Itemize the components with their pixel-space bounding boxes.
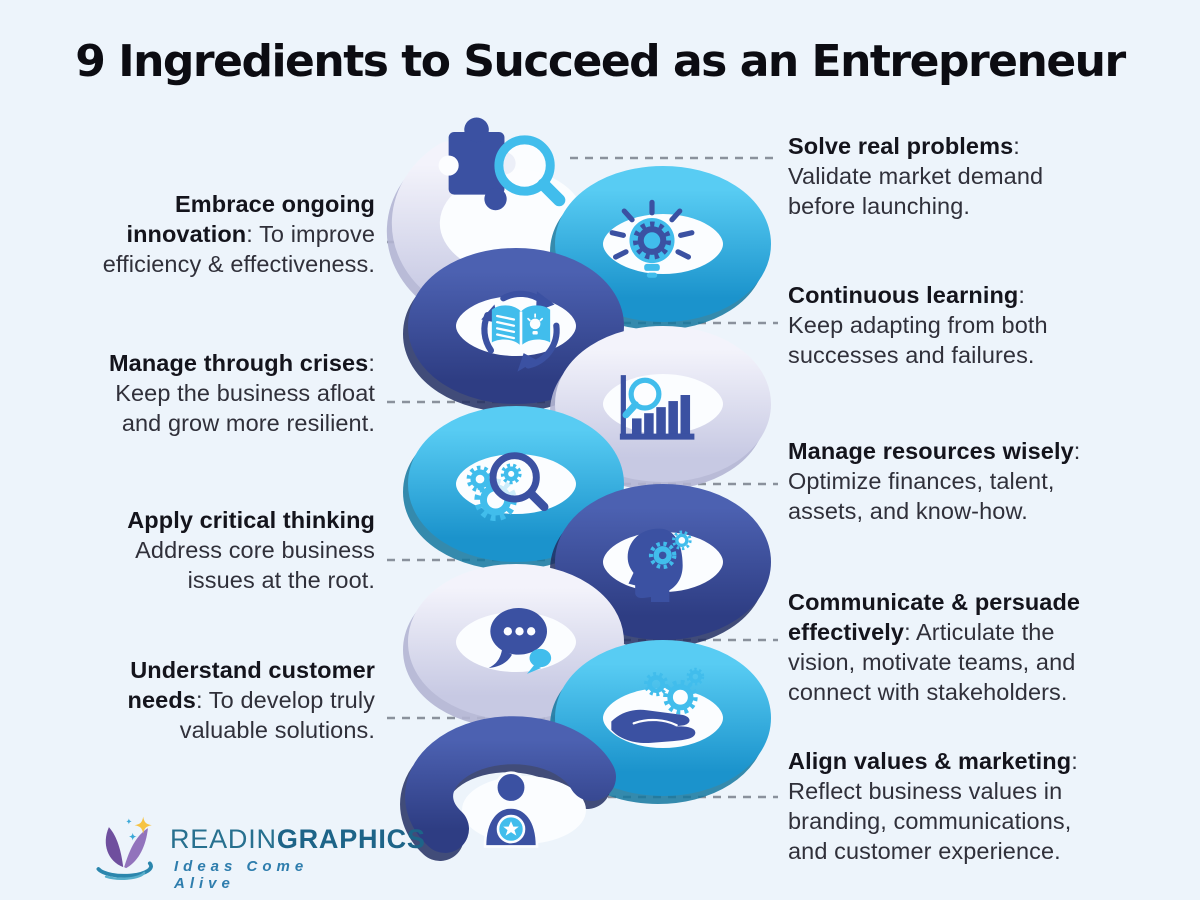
item-lead: Embrace ongoing innovation (126, 191, 375, 247)
item-desc: : Reflect business values in branding, c… (788, 748, 1078, 864)
brand-name-bold: GRAPHICS (276, 824, 426, 854)
brand-logo: READINGRAPHICS Ideas Come Alive (88, 808, 425, 892)
brand-tagline: Ideas Come Alive (174, 858, 309, 892)
item-desc: Address core business issues at the root… (135, 537, 375, 593)
ribbon-loop-7 (403, 564, 624, 728)
item-lead: Continuous learning (788, 282, 1019, 308)
person-star-icon (483, 771, 539, 848)
brand-logo-icon (96, 816, 153, 880)
lightbulb-gear-icon (609, 199, 695, 278)
item-text-align-values: Align values & marketing: Reflect busine… (788, 746, 1078, 866)
book-refresh-icon (481, 290, 560, 372)
chart-magnifier-icon (619, 375, 695, 440)
hand-gears-icon (611, 667, 705, 744)
ribbon-loop-6 (550, 484, 771, 648)
ribbon-loop-8 (550, 640, 771, 804)
item-desc: : To improve efficiency & effectiveness. (102, 221, 375, 277)
gears-magnifier-icon (466, 452, 549, 522)
item-text-customer-needs: Understand customer needs: To develop tr… (128, 655, 375, 745)
item-text-embrace-innovation: Embrace ongoing innovation: To improve e… (103, 189, 375, 279)
page-title: 9 Ingredients to Succeed as an Entrepren… (75, 36, 1126, 87)
item-lead: Understand customer needs (127, 657, 375, 713)
item-desc: : Optimize finances, talent, assets, and… (788, 438, 1081, 524)
chat-bubble-icon (488, 608, 552, 674)
head-gears-icon (627, 528, 692, 602)
item-lead: Apply critical thinking (127, 507, 375, 533)
item-desc: : To develop truly valuable solutions. (179, 687, 375, 743)
item-text-solve-real-problems: Solve real problems: Validate market dem… (788, 131, 1043, 221)
item-desc: : Keep the business afloat and grow more… (115, 350, 375, 436)
item-lead: Solve real problems (788, 133, 1014, 159)
item-text-critical-thinking: Apply critical thinking Address core bus… (127, 505, 375, 595)
item-text-communicate: Communicate & persuade effectively: Arti… (788, 587, 1080, 707)
item-lead: Manage resources wisely (788, 438, 1074, 464)
brand-wordmark: READINGRAPHICS (170, 824, 426, 855)
item-lead: Manage through crises (109, 350, 369, 376)
item-desc: : Keep adapting from both successes and … (788, 282, 1048, 368)
puzzle-magnifier-icon (438, 117, 566, 211)
item-lead: Align values & marketing (788, 748, 1072, 774)
item-desc: : Articulate the vision, motivate teams,… (788, 619, 1076, 705)
item-desc: : Validate market demand before launchin… (788, 133, 1044, 219)
item-text-manage-resources: Manage resources wisely: Optimize financ… (788, 436, 1080, 526)
ribbon-loop-5 (403, 406, 624, 570)
item-text-manage-crises: Manage through crises: Keep the business… (109, 348, 375, 438)
brand-name-regular: READIN (170, 824, 277, 854)
item-lead: Communicate & persuade effectively (788, 589, 1081, 645)
item-text-continuous-learning: Continuous learning: Keep adapting from … (788, 280, 1048, 370)
